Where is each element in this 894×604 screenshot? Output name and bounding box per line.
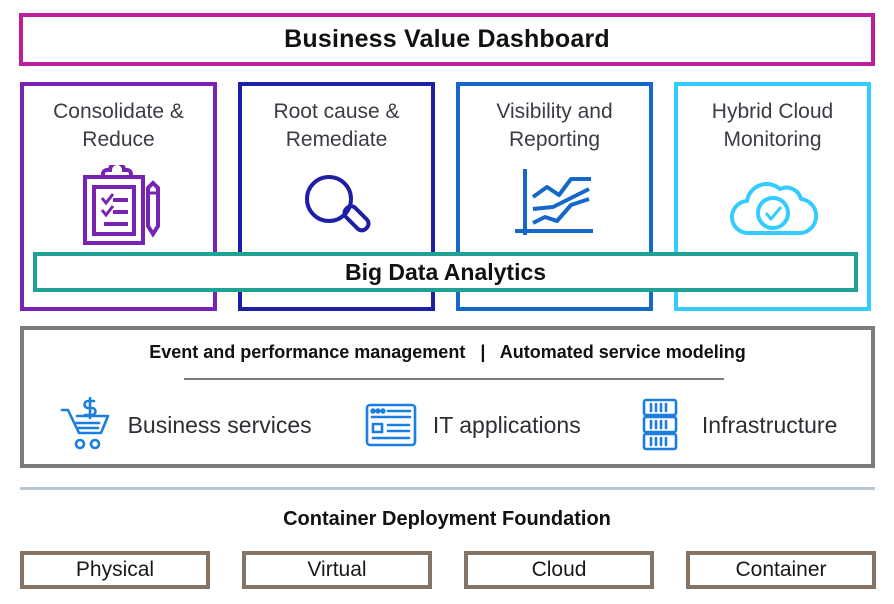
shopping-cart-dollar-icon <box>58 397 114 453</box>
page-title: Business Value Dashboard <box>284 25 610 53</box>
foundation-box-cloud[interactable]: Cloud <box>464 551 654 589</box>
foundation-box-label: Container <box>735 558 827 581</box>
foundation-box-label: Physical <box>75 558 155 581</box>
pillar-label: Consolidate & Reduce <box>53 100 184 151</box>
management-item-infrastructure[interactable]: Infrastructure <box>632 397 838 453</box>
foundation-box-physical[interactable]: Physical <box>20 551 210 589</box>
management-heading-separator: | <box>480 342 486 362</box>
management-heading-left: Event and performance management <box>149 342 466 362</box>
pillar-label: Hybrid Cloud Monitoring <box>711 100 834 151</box>
foundation-box-virtual[interactable]: Virtual <box>242 551 432 589</box>
foundation-box-label: Virtual <box>307 558 367 581</box>
management-item-label: Business services <box>127 411 312 438</box>
big-data-analytics-banner: Big Data Analytics <box>33 252 858 292</box>
section-divider <box>20 487 875 490</box>
big-data-analytics-label: Big Data Analytics <box>344 258 547 285</box>
management-heading-rule <box>184 378 724 380</box>
cloud-check-icon <box>678 162 867 252</box>
management-item-label: IT applications <box>432 411 581 438</box>
server-rack-icon <box>632 397 688 453</box>
management-heading: Event and performance management | Autom… <box>24 342 871 363</box>
magnifying-glass-icon <box>242 162 431 252</box>
pillar-label: Root cause & Remediate <box>273 100 400 151</box>
management-item-it-applications[interactable]: IT applications <box>363 397 581 453</box>
business-value-dashboard-banner: Business Value Dashboard <box>19 13 875 66</box>
management-items-row: Business services <box>32 392 863 458</box>
management-heading-right: Automated service modeling <box>499 342 746 362</box>
pillar-label: Visibility and Reporting <box>496 100 613 151</box>
foundation-title: Container Deployment Foundation <box>283 508 611 530</box>
foundation-box-label: Cloud <box>531 558 587 581</box>
foundation-box-container[interactable]: Container <box>686 551 876 589</box>
line-chart-icon <box>460 162 649 252</box>
clipboard-checklist-icon <box>24 162 213 252</box>
management-panel: Event and performance management | Autom… <box>20 326 875 468</box>
browser-window-icon <box>363 397 419 453</box>
management-item-business-services[interactable]: Business services <box>58 397 312 453</box>
management-item-label: Infrastructure <box>701 411 838 438</box>
